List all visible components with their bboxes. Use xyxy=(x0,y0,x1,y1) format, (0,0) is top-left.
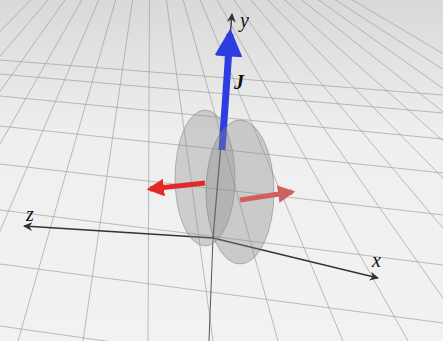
grid-line xyxy=(198,0,343,341)
disk-front xyxy=(206,120,274,264)
axis-label: z xyxy=(26,204,34,224)
vector-label: J xyxy=(234,72,244,92)
grid-line xyxy=(296,0,443,341)
grid-line xyxy=(0,0,36,341)
grid-line xyxy=(0,0,101,341)
grid-line xyxy=(280,0,443,341)
grid-line xyxy=(263,0,443,341)
grid-line xyxy=(328,0,443,341)
grid-line xyxy=(312,0,443,341)
grid-line xyxy=(247,0,443,341)
axis-label: y xyxy=(240,10,249,30)
grid-line xyxy=(345,0,443,341)
grid-line xyxy=(0,0,68,341)
grid-line xyxy=(0,264,443,323)
axis-label: x xyxy=(372,250,381,270)
grid-line xyxy=(18,0,117,341)
grid-line xyxy=(0,326,443,341)
red-arrow-left xyxy=(150,183,205,189)
grid-line xyxy=(0,60,443,95)
grid-line xyxy=(0,0,85,341)
red-arrow-right xyxy=(240,192,292,200)
negative-y-axis xyxy=(209,238,213,341)
grid-line xyxy=(148,0,150,341)
grid-line xyxy=(83,0,133,341)
